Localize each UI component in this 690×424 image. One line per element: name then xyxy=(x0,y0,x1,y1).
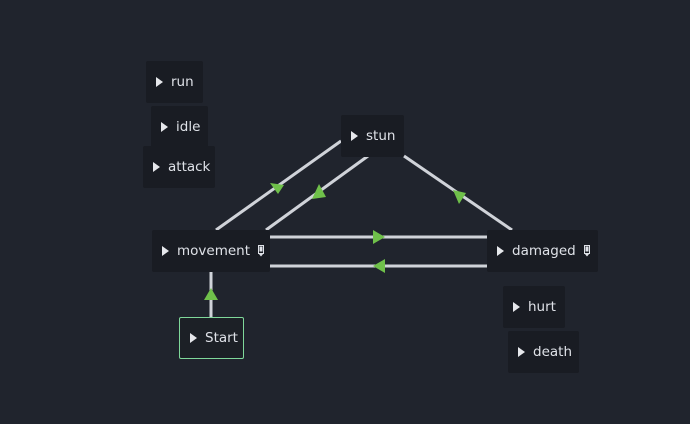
transition-arrow-icon xyxy=(204,288,218,300)
play-icon[interactable] xyxy=(497,246,504,256)
play-icon[interactable] xyxy=(518,347,525,357)
state-label: run xyxy=(171,74,194,90)
transition-start-to-movement[interactable] xyxy=(204,272,218,317)
play-icon[interactable] xyxy=(351,131,358,141)
state-label: hurt xyxy=(528,299,556,315)
play-icon[interactable] xyxy=(513,302,520,312)
state-label: movement xyxy=(177,243,251,259)
transition-arrow-icon xyxy=(373,259,385,273)
transition-damaged-to-movement[interactable] xyxy=(270,259,487,273)
transition-movement-to-damaged[interactable] xyxy=(270,230,487,244)
play-icon[interactable] xyxy=(153,162,160,172)
transition-arrow-icon xyxy=(312,184,326,199)
state-label: stun xyxy=(366,128,396,144)
play-icon[interactable] xyxy=(156,77,163,87)
transition-arrow-icon xyxy=(373,230,385,244)
play-icon[interactable] xyxy=(190,333,197,343)
state-label: death xyxy=(533,344,572,360)
transition-arrow-icon xyxy=(453,190,466,204)
state-label: idle xyxy=(176,119,201,135)
play-icon[interactable] xyxy=(162,246,169,256)
transition-arrow-icon xyxy=(270,183,284,194)
state-node-idle[interactable]: idle xyxy=(151,106,208,148)
transition-movement-to-stun[interactable] xyxy=(215,139,342,232)
state-node-hurt[interactable]: hurt xyxy=(503,286,565,328)
edit-icon[interactable] xyxy=(258,245,265,257)
state-label: Start xyxy=(205,330,238,346)
state-node-run[interactable]: run xyxy=(146,61,203,103)
state-label: attack xyxy=(168,159,211,175)
edit-icon[interactable] xyxy=(583,245,590,257)
state-node-stun[interactable]: stun xyxy=(341,115,404,157)
state-node-movement[interactable]: movement xyxy=(152,230,270,272)
play-icon[interactable] xyxy=(161,122,168,132)
transition-stun-to-movement[interactable] xyxy=(265,154,369,232)
state-label: damaged xyxy=(512,243,576,259)
state-node-attack[interactable]: attack xyxy=(143,146,215,188)
transition-stun-to-damaged[interactable] xyxy=(403,154,513,232)
state-node-damaged[interactable]: damaged xyxy=(487,230,598,272)
state-node-death[interactable]: death xyxy=(508,331,579,373)
state-node-start[interactable]: Start xyxy=(179,317,244,359)
